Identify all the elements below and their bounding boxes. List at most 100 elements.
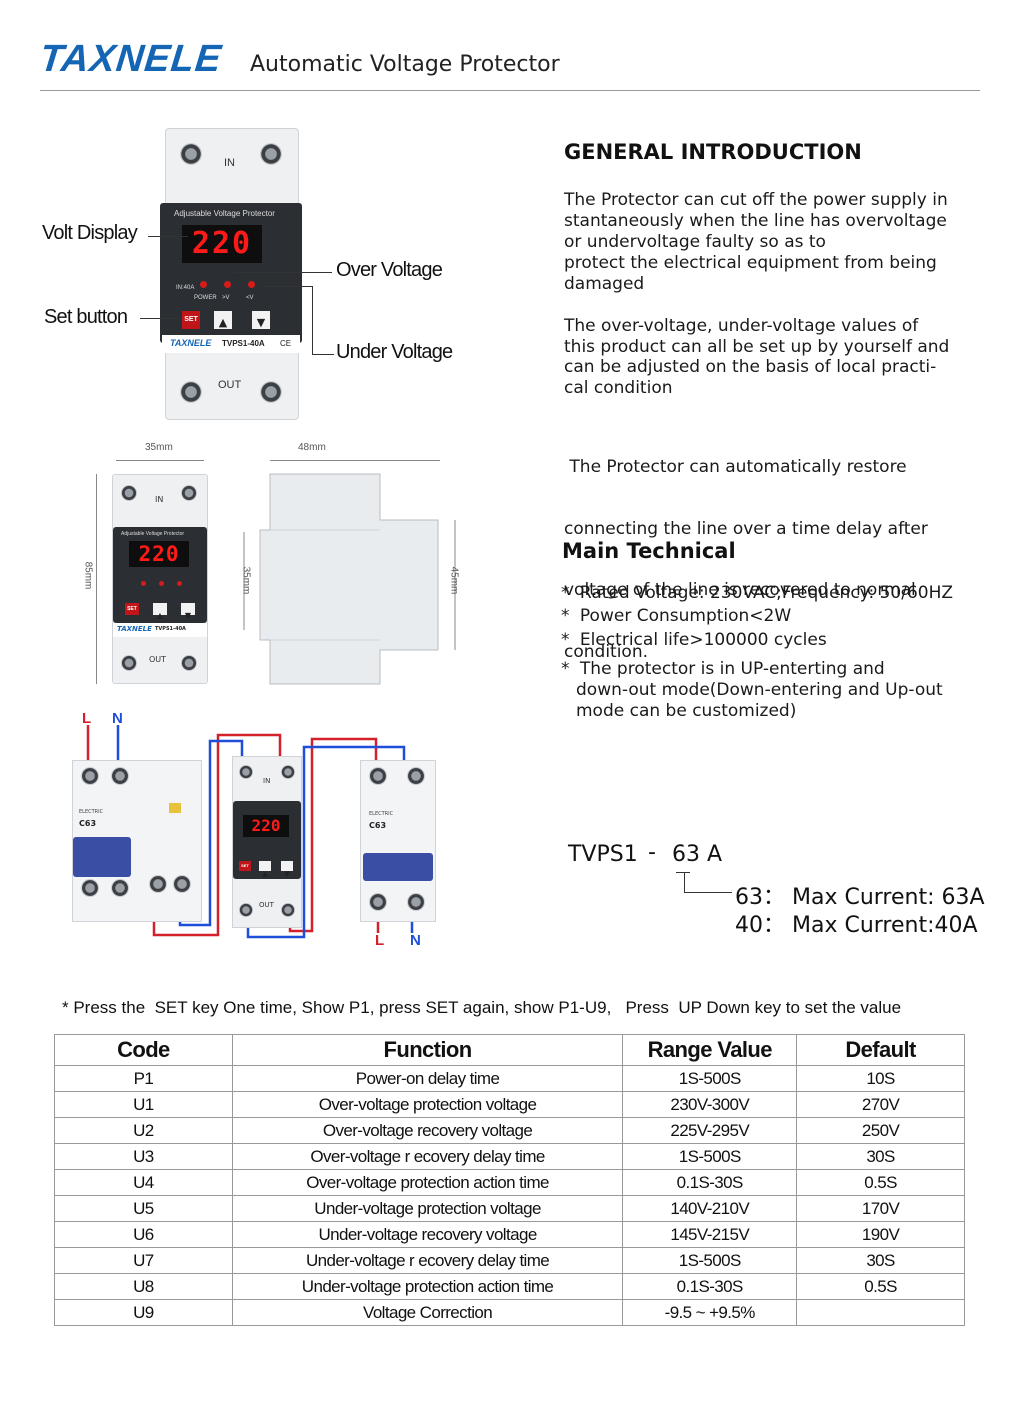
- screw-icon: [111, 767, 129, 785]
- device-panel: 220 SET ▲ ▼: [233, 801, 301, 879]
- cell-function: Under-voltage protection voltage: [231, 1195, 624, 1222]
- cell-function: Under-voltage r ecovery delay time: [231, 1247, 624, 1274]
- callout-line: [140, 318, 182, 319]
- up-button[interactable]: ▲: [259, 861, 271, 878]
- cell-code: U7: [54, 1247, 233, 1274]
- bullet-text: mode can be customized): [576, 701, 797, 721]
- cell-default: 250V: [796, 1117, 965, 1144]
- small-brand-logo: TAXNELE: [117, 625, 152, 633]
- column-header: Code: [54, 1034, 233, 1066]
- dim-line: [116, 460, 204, 461]
- model-dash: -: [648, 840, 656, 865]
- model-strip: TAXNELE TVPS1-40A: [113, 623, 207, 637]
- bullet-mark: *: [561, 659, 570, 679]
- in-label: IN: [155, 495, 164, 504]
- power-led-icon: [141, 581, 146, 586]
- panel-title: Adjustable Voltage Protector: [174, 209, 275, 218]
- wire-label-l-top: L: [82, 710, 92, 727]
- text-line: stantaneously when the line has overvolt…: [564, 211, 947, 231]
- cell-code: U3: [54, 1143, 233, 1170]
- over-voltage-led-icon: [159, 581, 164, 586]
- cell-range: 0.1S-30S: [622, 1169, 798, 1196]
- cell-function: Over-voltage recovery voltage: [231, 1117, 624, 1144]
- out-label: OUT: [218, 379, 242, 391]
- down-button[interactable]: ▼: [281, 861, 293, 878]
- model-bracket: [676, 872, 690, 873]
- text-line: The Protector can cut off the power supp…: [564, 190, 948, 210]
- text-line: or undervoltage faulty so as to: [564, 232, 826, 252]
- up-button[interactable]: ▲: [153, 603, 167, 620]
- breaker-left: ELECTRIC C63: [72, 760, 202, 922]
- technical-heading: Main Technical: [562, 539, 736, 563]
- down-button[interactable]: ▼: [252, 311, 270, 329]
- device-side-profile: [243, 473, 456, 685]
- up-arrow-icon: ▲: [156, 611, 164, 620]
- cell-range: -9.5 ~ +9.5%: [622, 1299, 798, 1326]
- bullet-text: Power Consumption<2W: [579, 606, 792, 626]
- led-label-under: <V: [246, 295, 254, 301]
- screw-icon: [180, 143, 202, 165]
- set-button[interactable]: SET: [125, 603, 139, 615]
- screw-icon: [180, 381, 202, 403]
- column-header: Range Value: [622, 1034, 798, 1066]
- down-arrow-icon: ▼: [284, 870, 290, 878]
- dim-height-side-left: 35mm: [240, 566, 252, 595]
- cell-range: 140V-210V: [622, 1195, 798, 1222]
- cell-range: 230V-300V: [622, 1091, 798, 1118]
- cell-default: 0.5S: [796, 1273, 965, 1300]
- callout-line: [148, 236, 188, 237]
- breaker-right: ELECTRIC C63: [360, 760, 436, 922]
- set-button[interactable]: SET: [239, 861, 251, 871]
- cell-range: 1S-500S: [622, 1065, 798, 1092]
- under-voltage-led-icon: [248, 281, 255, 288]
- breaker-lever[interactable]: [363, 853, 433, 881]
- small-brand-logo: TAXNELE: [170, 338, 212, 348]
- column-header: Function: [231, 1034, 624, 1066]
- callout-volt-display: Volt Display: [42, 222, 138, 244]
- screw-icon: [173, 875, 191, 893]
- breaker-lever[interactable]: [73, 837, 131, 877]
- breaker-model: C63: [79, 819, 97, 828]
- screw-icon: [149, 875, 167, 893]
- text-line: voltage of the line is recovered to norm…: [564, 580, 916, 600]
- header-divider: [40, 90, 980, 91]
- tech-bullet: * Electrical life>100000 cycles: [561, 630, 827, 651]
- down-button[interactable]: ▼: [181, 603, 195, 620]
- brand-logo: TAXNELE: [37, 38, 224, 80]
- under-voltage-led-icon: [177, 581, 182, 586]
- text-line: The Protector can automatically restore: [564, 457, 907, 477]
- up-arrow-icon: ▲: [218, 316, 228, 329]
- cell-function: Over-voltage protection action time: [231, 1169, 624, 1196]
- breaker-model: C63: [369, 821, 387, 830]
- text-line: The over-voltage, under-voltage values o…: [564, 316, 919, 336]
- test-button[interactable]: [169, 803, 181, 813]
- document-title: Automatic Voltage Protector: [250, 52, 560, 77]
- led-label-power: POWER: [194, 295, 217, 301]
- dim-height-front: 85mm: [82, 561, 94, 590]
- bullet-text: Rated Voltage: 230VAC;Frequency: 50/60HZ: [579, 583, 954, 603]
- dim-width-side: 48mm: [298, 442, 326, 453]
- volt-display: 220: [182, 225, 262, 263]
- cell-default: 10S: [796, 1065, 965, 1092]
- wire-label-l-bottom: L: [375, 932, 385, 949]
- up-button[interactable]: ▲: [214, 311, 232, 329]
- wire-label-n-top: N: [112, 710, 123, 727]
- cell-range: 145V-215V: [622, 1221, 798, 1248]
- text-line: condition.: [564, 641, 649, 662]
- cell-default: 170V: [796, 1195, 965, 1222]
- set-button[interactable]: SET: [182, 311, 200, 329]
- screw-icon: [260, 143, 282, 165]
- screw-icon: [407, 893, 425, 911]
- screw-icon: [369, 767, 387, 785]
- breaker-brand: ELECTRIC: [79, 809, 104, 815]
- ce-mark: CE: [280, 339, 292, 348]
- callout-over-voltage: Over Voltage: [336, 259, 443, 281]
- device-front-drawing: IN Adjustable Voltage Protector 220 SET …: [112, 474, 208, 684]
- screw-icon: [260, 381, 282, 403]
- text-line: protect the electrical equipment from be…: [564, 253, 937, 273]
- over-voltage-led-icon: [224, 281, 231, 288]
- model-strip: TAXNELE TVPS1-40A CE: [162, 335, 300, 353]
- cell-range: 0.1S-30S: [622, 1273, 798, 1300]
